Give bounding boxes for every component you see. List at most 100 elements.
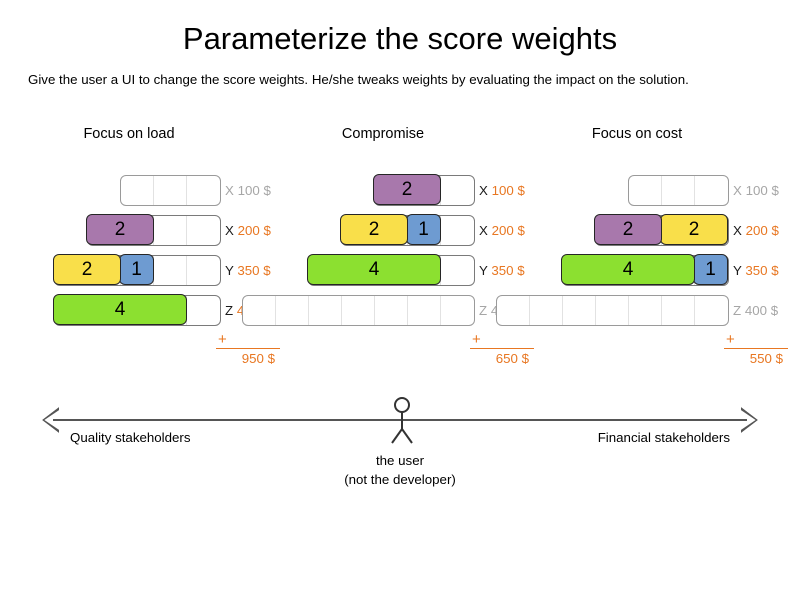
page-title: Parameterize the score weights: [182, 21, 618, 56]
weight-track-cell[interactable]: [497, 296, 530, 325]
weight-segment[interactable]: 2: [594, 214, 662, 245]
weight-row-key: X: [733, 183, 742, 198]
weight-track-cell[interactable]: [662, 296, 695, 325]
weight-segment[interactable]: 2: [340, 214, 408, 245]
weight-track-cell[interactable]: [441, 256, 474, 285]
page-subtitle: Give the user a UI to change the score w…: [28, 72, 689, 87]
sum-rule: [216, 348, 280, 349]
weight-slider[interactable]: [242, 295, 475, 326]
weight-segments: 2: [86, 214, 154, 245]
weight-row-cost: 350 $: [745, 263, 779, 278]
weight-segments: 4: [53, 294, 187, 325]
weight-row: X 100 $: [525, 171, 791, 211]
weight-track-cell[interactable]: [121, 176, 154, 205]
weight-track-cell[interactable]: [563, 296, 596, 325]
sum-rule: [724, 348, 788, 349]
weight-track-cell[interactable]: [441, 216, 474, 245]
weight-slider[interactable]: [120, 175, 221, 206]
weight-segment[interactable]: 1: [693, 254, 728, 285]
sum-total-value: 950 $: [241, 351, 275, 366]
weight-track[interactable]: [628, 175, 729, 206]
weight-row-label: Z 400 $: [733, 295, 791, 326]
weight-segments: 4: [307, 254, 441, 285]
weight-track-cell[interactable]: [187, 296, 220, 325]
weight-track-cell[interactable]: [408, 296, 441, 325]
weight-segment[interactable]: 4: [53, 294, 187, 325]
weight-segment[interactable]: 1: [406, 214, 441, 245]
weight-slider[interactable]: [628, 175, 729, 206]
weight-segment[interactable]: 2: [373, 174, 441, 205]
weight-track-cell[interactable]: [662, 176, 695, 205]
weight-track-cell[interactable]: [154, 176, 187, 205]
sum-total-value: 550 $: [749, 351, 783, 366]
weight-segments: 2: [373, 174, 441, 205]
weight-row-list: 2X 100 $21X 200 $4Y 350 $Z 400 $: [242, 171, 537, 331]
weight-track-cell[interactable]: [187, 256, 220, 285]
weight-segment[interactable]: 4: [561, 254, 695, 285]
weight-row-label: Y 350 $: [733, 255, 791, 286]
weight-row-key: X: [225, 223, 234, 238]
weight-segment[interactable]: 2: [660, 214, 728, 245]
weight-track-cell[interactable]: [276, 296, 309, 325]
weight-slider[interactable]: 2: [373, 174, 475, 206]
weight-row-cost: 200 $: [237, 223, 271, 238]
sum-rule: [470, 348, 534, 349]
weight-slider[interactable]: 4: [53, 294, 221, 326]
weight-track-cell[interactable]: [187, 176, 220, 205]
scenario-total: +550 $: [668, 332, 788, 366]
weight-track[interactable]: [496, 295, 729, 326]
weight-segment[interactable]: 2: [53, 254, 121, 285]
weight-track-cell[interactable]: [695, 296, 728, 325]
weight-row-key: Z: [733, 303, 742, 318]
weight-row: Z 400 $: [242, 291, 537, 331]
weight-track-cell[interactable]: [342, 296, 375, 325]
weight-segment[interactable]: 1: [119, 254, 154, 285]
weight-row-label: Y 350 $: [225, 255, 283, 286]
weight-row: 4 Y 350 $: [271, 251, 537, 291]
weight-track-cell[interactable]: [243, 296, 276, 325]
weight-segment[interactable]: 4: [307, 254, 441, 285]
weight-track-cell[interactable]: [441, 176, 474, 205]
weight-track-cell[interactable]: [629, 176, 662, 205]
weight-row-key: Y: [479, 263, 488, 278]
axis-line: [53, 419, 747, 421]
weight-track-cell[interactable]: [629, 296, 662, 325]
weight-row-cost: 100 $: [237, 183, 271, 198]
weight-slider[interactable]: 4: [307, 254, 475, 286]
weight-track-cell[interactable]: [441, 296, 474, 325]
weight-row-label: X 200 $: [225, 215, 283, 246]
weight-track-cell[interactable]: [154, 256, 187, 285]
scenario-total: +650 $: [414, 331, 534, 366]
weight-track-cell[interactable]: [695, 176, 728, 205]
weight-track-cell[interactable]: [530, 296, 563, 325]
weight-row: Z 400 $: [496, 291, 791, 331]
weight-row-cost: 350 $: [491, 263, 525, 278]
weight-segment[interactable]: 2: [86, 214, 154, 245]
weight-track[interactable]: [242, 295, 475, 326]
weight-row-key: Y: [733, 263, 742, 278]
weight-track-cell[interactable]: [309, 296, 342, 325]
weight-track-cell[interactable]: [596, 296, 629, 325]
weight-row-cost: 400 $: [744, 303, 779, 318]
weight-track[interactable]: [120, 175, 221, 206]
weight-slider[interactable]: 2: [86, 214, 221, 246]
weight-track-cell[interactable]: [154, 216, 187, 245]
weight-track-cell[interactable]: [187, 216, 220, 245]
weight-track-cell[interactable]: [375, 296, 408, 325]
weight-row-key: X: [225, 183, 234, 198]
sum-plus-sign: +: [472, 331, 481, 348]
weight-row-key: X: [479, 223, 488, 238]
weight-slider[interactable]: [496, 295, 729, 326]
